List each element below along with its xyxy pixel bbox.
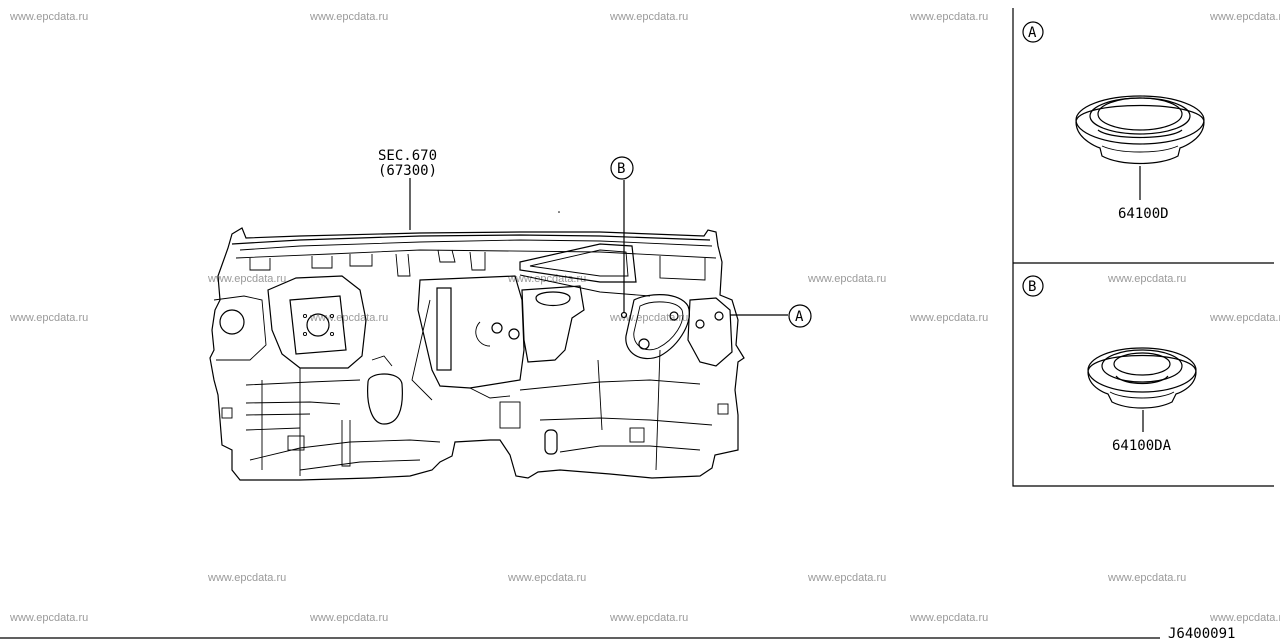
watermark-text: www.epcdata.ru	[507, 572, 586, 584]
watermark-text: www.epcdata.ru	[1209, 11, 1280, 23]
watermark-text: www.epcdata.ru	[609, 11, 688, 23]
sec-part-number-label: (67300)	[378, 163, 437, 179]
sec-reference-label: SEC.670	[378, 148, 437, 164]
watermark-text: www.epcdata.ru	[207, 572, 286, 584]
watermark-text: www.epcdata.ru	[1107, 273, 1186, 285]
watermark-layer: www.epcdata.ru www.epcdata.ru www.epcdata.…	[9, 11, 1280, 624]
grommet-64100d-drawing[interactable]	[1075, 95, 1205, 200]
detail-box-border	[1012, 8, 1274, 487]
watermark-text: www.epcdata.ru	[207, 273, 286, 285]
watermark-text: www.epcdata.ru	[309, 11, 388, 23]
callout-a-letter: A	[795, 309, 804, 325]
part-number-64100da: 64100DA	[1112, 438, 1172, 454]
watermark-text: www.epcdata.ru	[1209, 612, 1280, 624]
diagram-code: J6400091	[1168, 626, 1235, 640]
watermark-text: www.epcdata.ru	[807, 273, 886, 285]
watermark-text: www.epcdata.ru	[909, 612, 988, 624]
part-number-64100d: 64100D	[1118, 206, 1169, 222]
watermark-text: www.epcdata.ru	[909, 11, 988, 23]
watermark-text: www.epcdata.ru	[309, 612, 388, 624]
detail-a-letter: A	[1028, 25, 1037, 41]
watermark-text: www.epcdata.ru	[807, 572, 886, 584]
dash-panel-drawing	[209, 211, 745, 481]
watermark-text: www.epcdata.ru	[9, 612, 88, 624]
watermark-text: www.epcdata.ru	[1209, 312, 1280, 324]
detail-a-badge	[1022, 21, 1044, 43]
detail-b-badge	[1022, 275, 1044, 297]
watermark-text: www.epcdata.ru	[9, 312, 88, 324]
watermark-text: www.epcdata.ru	[9, 11, 88, 23]
callout-a-circle[interactable]	[788, 304, 812, 328]
watermark-text: www.epcdata.ru	[609, 612, 688, 624]
detail-b-letter: B	[1028, 279, 1036, 295]
callout-b-letter: B	[617, 161, 625, 177]
callout-b-circle[interactable]	[610, 156, 634, 180]
watermark-text: www.epcdata.ru	[609, 312, 688, 324]
grommet-64100da-drawing[interactable]	[1087, 347, 1197, 432]
watermark-text: www.epcdata.ru	[507, 273, 586, 285]
watermark-text: www.epcdata.ru	[1107, 572, 1186, 584]
watermark-text: www.epcdata.ru	[909, 312, 988, 324]
